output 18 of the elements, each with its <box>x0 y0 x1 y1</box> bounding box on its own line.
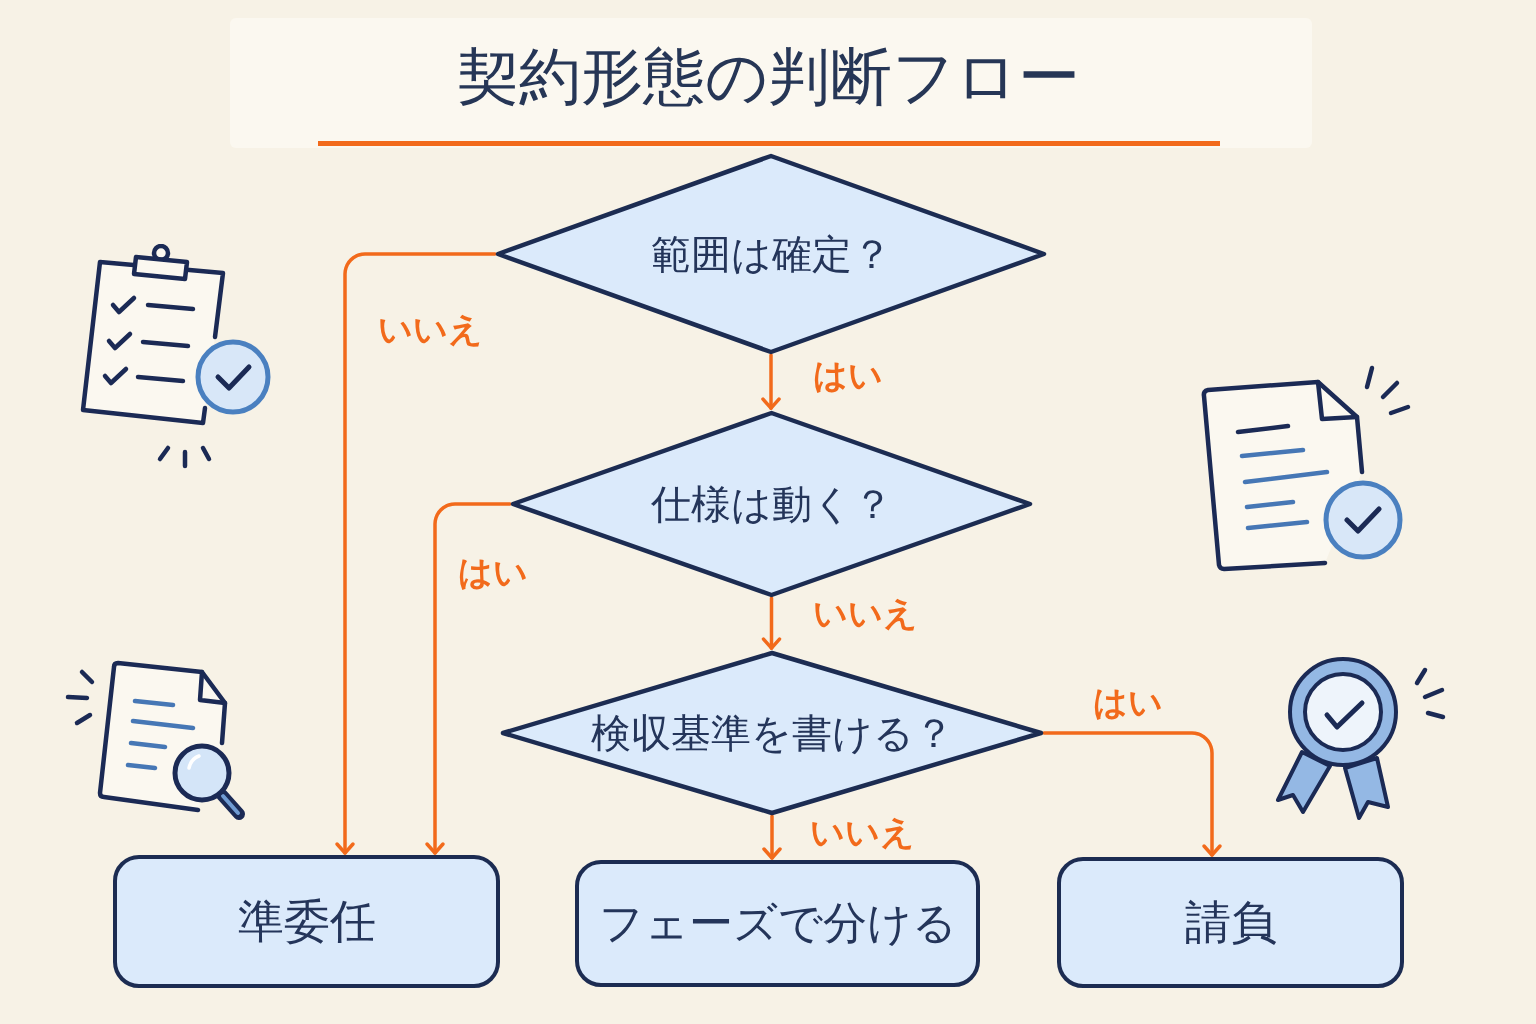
arrow <box>335 252 497 855</box>
title: 契約形態の判断フロー <box>456 40 1080 115</box>
arrow <box>761 596 782 650</box>
outcome-box <box>1057 857 1404 988</box>
decision-diamond <box>495 153 1047 355</box>
arrow <box>425 502 512 855</box>
outcome-label: フェーズで分ける <box>598 898 957 949</box>
decision-diamond <box>500 650 1044 816</box>
outcome-box <box>575 860 980 987</box>
decision-question: 範囲は確定？ <box>650 231 892 277</box>
decision-question: 検収基準を書ける？ <box>590 710 954 756</box>
outcome-label: 請負 <box>1184 896 1277 949</box>
outcome-box <box>113 855 500 988</box>
arrow <box>1042 731 1222 857</box>
arrow <box>761 353 781 410</box>
decision-question: 仕様は動く？ <box>650 481 893 527</box>
outcome-label: 準委任 <box>237 895 376 948</box>
arrow <box>762 814 782 860</box>
